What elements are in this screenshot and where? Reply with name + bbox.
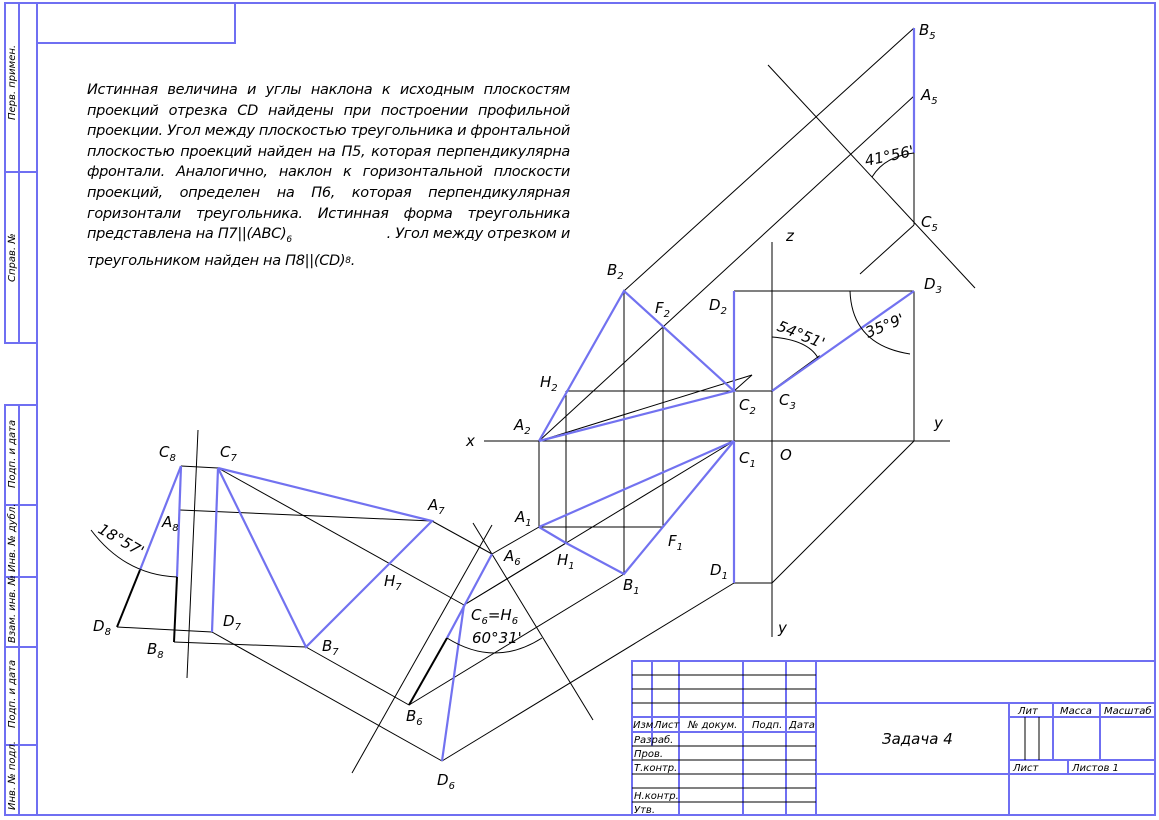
arc-35-9	[849, 290, 911, 355]
segment-cd-p7	[210, 467, 220, 633]
point-label: A7	[427, 496, 445, 517]
point-labels: A2 B2 H2 F2 D2 C2 C3 D3 C1 A1 F1 H1 B1 D…	[93, 21, 942, 792]
point-label: B5	[919, 21, 936, 42]
point-label: B7	[322, 637, 339, 658]
stamp-label: Перв. примен.	[7, 45, 18, 120]
header-signature: Подп.	[752, 720, 782, 731]
role-tech-control: Т.контр.	[634, 763, 677, 774]
axis-z-label: z	[785, 227, 795, 245]
scale-label: Масштаб	[1104, 705, 1152, 717]
point-label: B2	[607, 261, 624, 282]
stamp-label: Справ. №	[7, 233, 18, 282]
arc-54-51	[771, 336, 819, 359]
triangle-horizontal	[538, 439, 735, 576]
role-checked: Пров.	[634, 749, 663, 760]
side-stamp-bottom	[4, 404, 38, 816]
point-label: D1	[710, 561, 728, 582]
header-list: Лист	[653, 720, 681, 731]
arc-18-57	[90, 529, 178, 578]
stamp-label: Подп. и дата	[7, 660, 18, 728]
angle-label-41-56: 41°56'	[863, 142, 915, 170]
segment-cd-p6	[440, 604, 466, 762]
point-label: F2	[655, 299, 670, 320]
stamp-label: Инв. № подл.	[7, 741, 18, 810]
point-label: B1	[623, 576, 640, 597]
point-label: A8	[161, 513, 179, 534]
top-left-box	[36, 2, 236, 44]
mass-label: Масса	[1060, 706, 1092, 717]
point-label: H7	[384, 572, 402, 593]
axis-x-label: x	[465, 432, 475, 450]
point-label: F1	[668, 532, 683, 553]
point-label: C6=H6	[471, 606, 518, 627]
triangle-frontal	[538, 289, 737, 443]
frame	[4, 2, 1156, 816]
point-label: C2	[739, 396, 756, 417]
angle-label-60-31: 60°31'	[472, 629, 522, 647]
sheet-label: Лист	[1012, 763, 1040, 774]
description-line: треугольником найден на П8||(CD)8.	[87, 252, 355, 269]
point-label: D6	[437, 771, 455, 792]
title-block-text: Изм Лист № докум. Подп. Дата Разраб. Про…	[633, 705, 1152, 816]
description-line: представлена на П7||(ABC)6. Угол между о…	[87, 226, 570, 246]
arc-41-56	[871, 152, 915, 178]
point-label: A2	[513, 416, 531, 437]
point-label: H2	[540, 373, 558, 394]
point-label: B6	[406, 707, 423, 728]
stamp-label: Инв. № дубл.	[6, 504, 18, 572]
point-label: C7	[220, 443, 237, 464]
angle-arcs	[90, 152, 915, 654]
point-label: C1	[739, 449, 756, 470]
point-label: H1	[557, 551, 575, 572]
point-label: A5	[920, 86, 938, 107]
sheets-label: Листов 1	[1071, 763, 1119, 774]
angle-label-18-57: 18°57'	[95, 520, 147, 560]
stamp-label: Взам. инв. №	[7, 575, 18, 643]
title-block	[631, 660, 1156, 816]
header-date: Дата	[788, 720, 815, 731]
triangle-edge-view-p6	[446, 553, 493, 639]
point-label: C8	[159, 443, 176, 464]
angle-label-54-51: 54°51'	[775, 317, 828, 352]
point-label: D3	[924, 275, 942, 296]
point-label: C3	[779, 391, 796, 412]
highlight-lines	[138, 28, 916, 762]
document-title: Задача 4	[882, 730, 953, 748]
header-izm: Изм	[633, 720, 654, 731]
point-label: D8	[93, 617, 111, 638]
axis-labels: x y z y O	[465, 227, 944, 637]
role-norm-control: Н.контр.	[634, 791, 679, 802]
triangle-true-shape-p7	[217, 466, 435, 649]
axis-y-bottom-label: y	[777, 619, 788, 637]
segment-cd-p8	[138, 465, 183, 571]
point-label: B8	[147, 640, 164, 661]
arc-60-31	[446, 637, 543, 654]
point-label: C5	[921, 213, 938, 234]
point-label: A6	[503, 547, 521, 568]
point-label: A1	[514, 508, 532, 529]
role-approved: Утв.	[634, 805, 655, 816]
origin-label: O	[780, 446, 792, 464]
angle-label-35-9: 35°9'	[863, 310, 907, 342]
triangle-edge-view-p8	[175, 465, 183, 578]
segment-cd-profile	[771, 290, 915, 392]
axis-y-label: y	[933, 414, 944, 432]
point-label: D2	[709, 296, 727, 317]
stamp-label: Подп. и дата	[7, 420, 18, 488]
header-doc-number: № докум.	[687, 720, 737, 731]
construction-lines	[116, 27, 976, 774]
point-label: D7	[223, 612, 242, 633]
lit-label: Лит	[1017, 706, 1039, 717]
side-stamp-labels: Перв. примен. Справ. № Подп. и дата Инв.…	[6, 45, 18, 810]
role-developer: Разраб.	[634, 734, 673, 746]
